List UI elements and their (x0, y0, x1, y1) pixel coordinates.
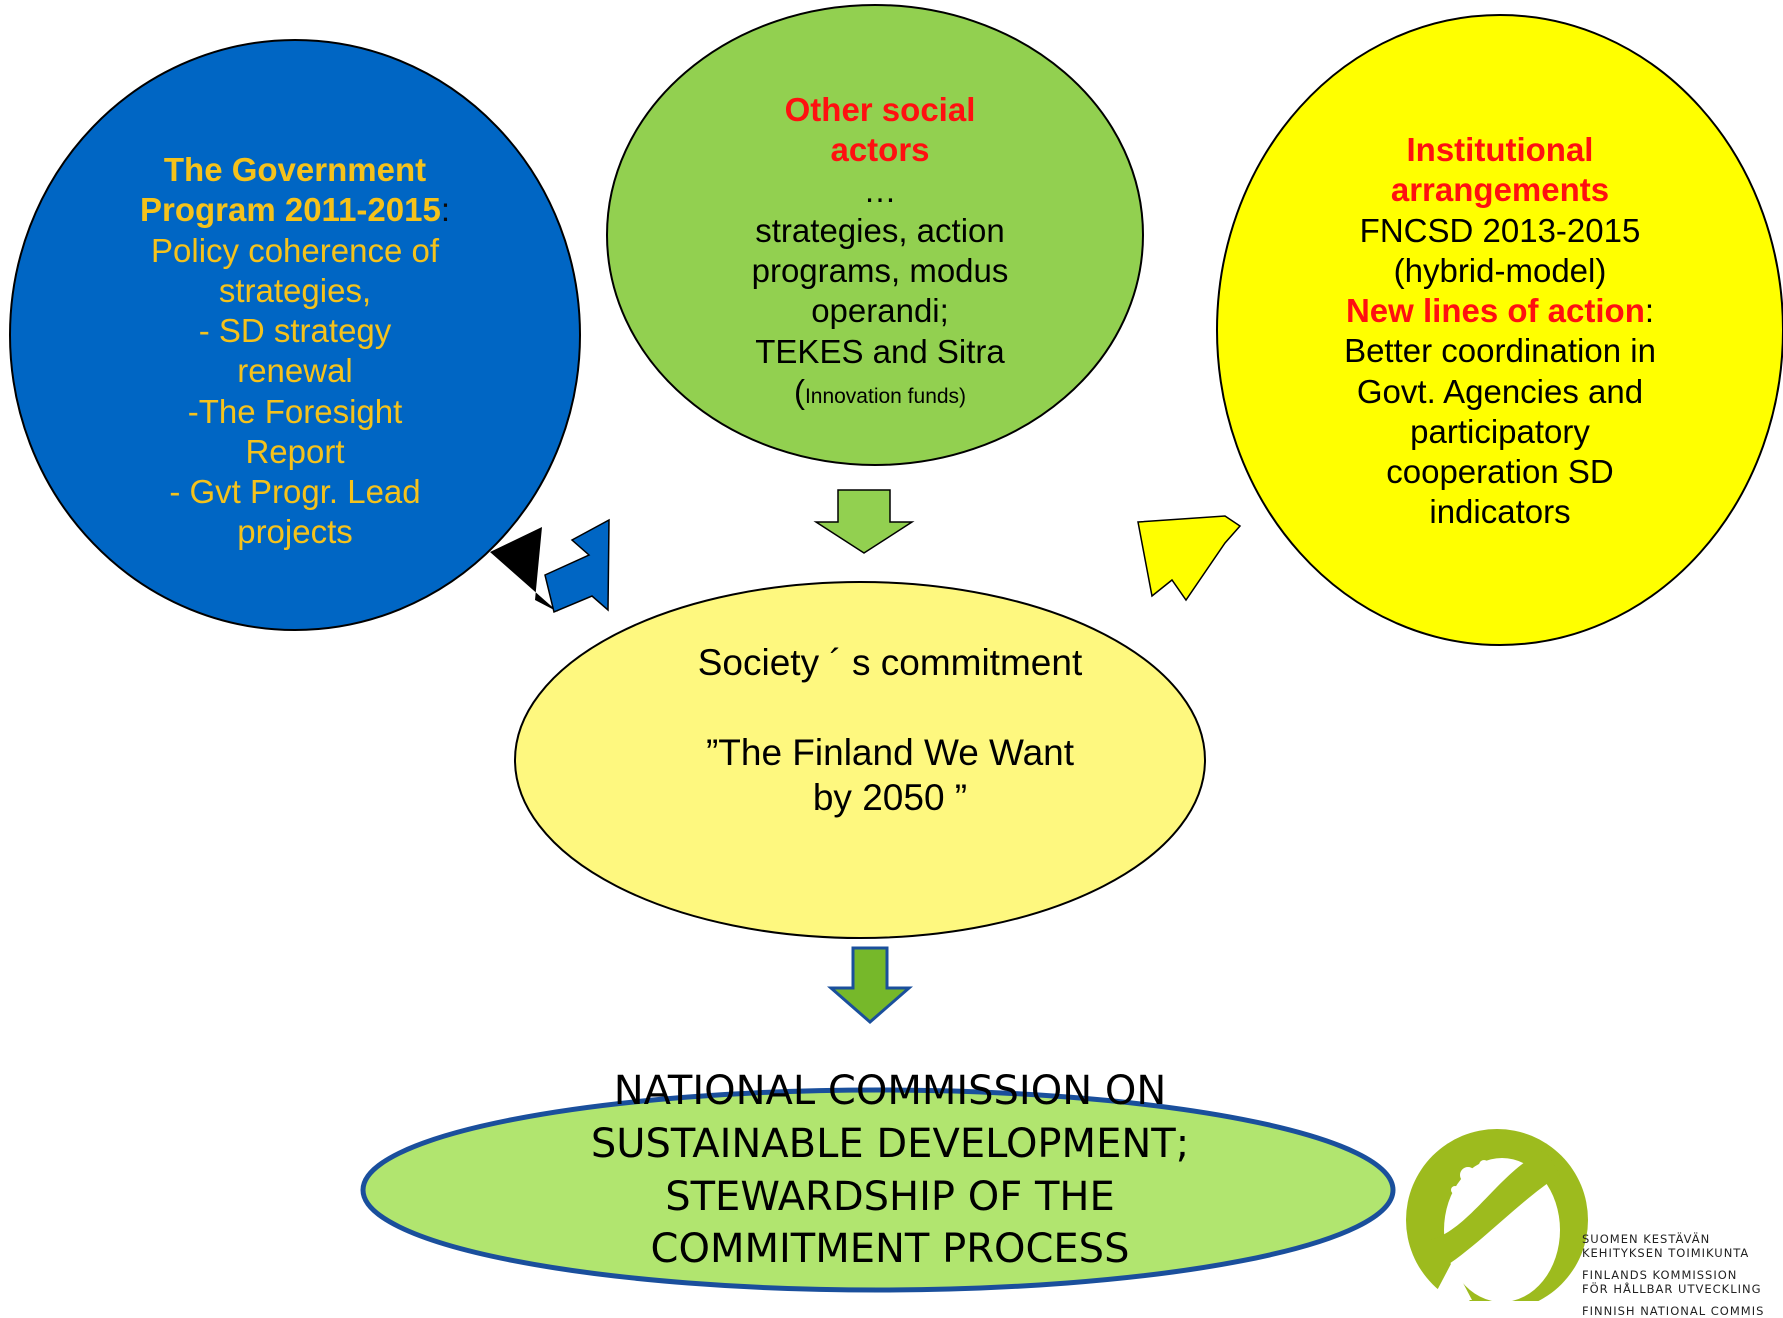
other-actors-small: Innovation funds) (804, 384, 967, 408)
other-actors-line: programs, modus (751, 252, 1009, 289)
green-down-arrow-icon (813, 489, 915, 554)
logo-text: SUOMEN KESTÄVÄN KEHITYKSEN TOIMIKUNTA FI… (1582, 1232, 1764, 1318)
commission-line: SUSTAINABLE DEVELOPMENT; (590, 1120, 1190, 1167)
other-actors-ellipsis: … (863, 171, 897, 209)
other-actors-title-1: Other social (784, 91, 976, 128)
commission-line: COMMITMENT PROCESS (650, 1226, 1130, 1273)
institutional-line: cooperation SD (1386, 453, 1614, 490)
government-title-2: Program 2011-2015 (139, 191, 441, 229)
commission-line: STEWARDSHIP OF THE (665, 1173, 1115, 1220)
logo-line: FINNISH NATIONAL COMMIS (1582, 1303, 1765, 1318)
government-line: Report (245, 432, 345, 470)
government-line: projects (237, 513, 353, 551)
society-ellipse (514, 581, 1206, 939)
institutional-line: Govt. Agencies and (1356, 372, 1644, 410)
society-line-3: by 2050 ” (812, 777, 968, 819)
logo-emblem (1406, 1129, 1588, 1301)
government-text: The Government Program 2011-2015: Policy… (105, 150, 485, 553)
institutional-line: FNCSD 2013-2015 (1359, 211, 1641, 249)
institutional-line: Better coordination in (1344, 332, 1656, 370)
government-circle (9, 39, 581, 631)
institutional-line: (hybrid-model) (1393, 251, 1607, 289)
commission-ellipse (360, 1087, 1396, 1293)
blue-diagonal-arrow-icon (544, 518, 610, 614)
government-line: - Gvt Progr. Lead (169, 473, 421, 510)
government-title-1: The Government (163, 151, 427, 188)
green-down-arrow-bottom-icon (826, 946, 914, 1024)
institutional-circle (1216, 14, 1783, 646)
logo-line: FINLANDS KOMMISSION (1582, 1267, 1738, 1282)
other-actors-title-2: actors (830, 131, 930, 169)
blue-arrow-icon (490, 527, 558, 612)
government-line: -The Foresight (187, 392, 403, 430)
society-line-1: Society ´ s commitment (697, 642, 1083, 683)
other-actors-circle (606, 4, 1144, 466)
government-line: strategies, (218, 271, 372, 309)
commission-text: NATIONAL COMMISSION ON SUSTAINABLE DEVEL… (470, 1065, 1310, 1276)
commission-line: NATIONAL COMMISSION ON (613, 1068, 1167, 1114)
government-line: Policy coherence of (151, 231, 439, 269)
logo-line: KEHITYKSEN TOIMIKUNTA (1582, 1246, 1750, 1261)
government-line: renewal (237, 352, 353, 390)
yellow-diagonal-arrow-icon (1137, 515, 1242, 602)
society-line-2: ”The Finland We Want (705, 732, 1075, 774)
institutional-title-1: Institutional (1406, 131, 1594, 168)
other-actors-text: Other social actors … strategies, action… (690, 90, 1070, 412)
government-line: - SD strategy (198, 312, 392, 349)
society-text: Society ´ s commitment ”The Finland We W… (540, 640, 1240, 820)
institutional-text: Institutional arrangements FNCSD 2013-20… (1300, 130, 1700, 533)
institutional-title-2: arrangements (1390, 171, 1610, 209)
other-actors-line: TEKES and Sitra (755, 332, 1005, 370)
institutional-line: participatory (1410, 412, 1590, 450)
logo-line: FÖR HÅLLBAR UTVECKLING (1582, 1282, 1762, 1297)
other-actors-line: strategies, action (755, 211, 1005, 249)
institutional-line: indicators (1429, 493, 1571, 531)
logo-line: SUOMEN KESTÄVÄN (1582, 1232, 1711, 1246)
other-actors-line: operandi; (811, 292, 949, 330)
new-lines-label: New lines of action (1345, 292, 1645, 329)
